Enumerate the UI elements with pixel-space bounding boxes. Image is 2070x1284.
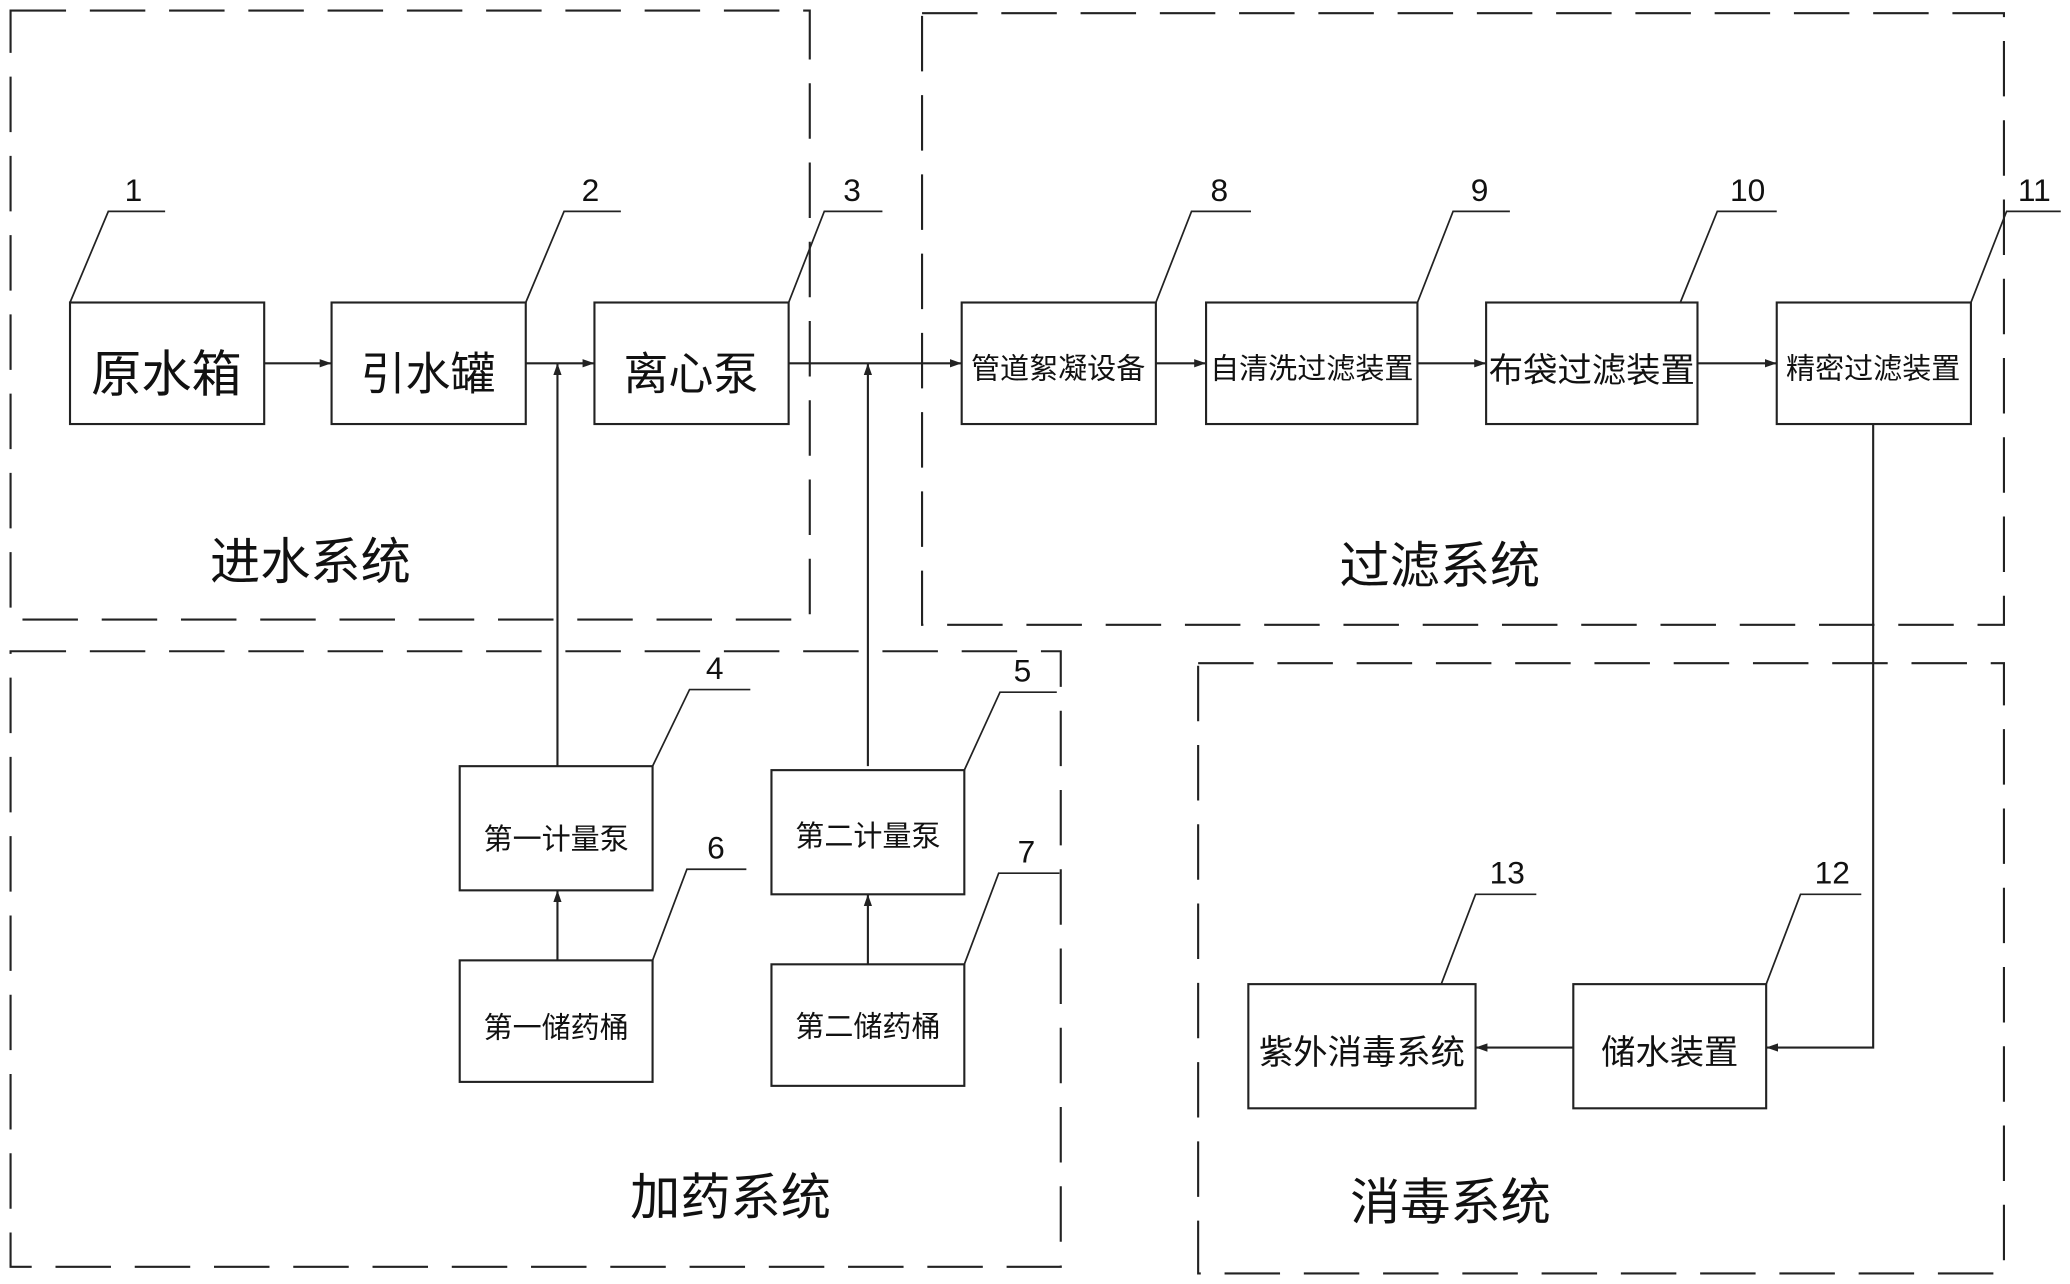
- first-metering-pump-label: 第一计量泵: [484, 822, 629, 856]
- centrifugal-pump-box: [593, 301, 790, 426]
- leader-5: [963, 691, 1057, 771]
- second-metering-pump-label: 第二计量泵: [795, 819, 940, 853]
- bag-filter-label: 布袋过滤装置: [1489, 351, 1695, 391]
- ref-number-4: 4: [706, 650, 724, 686]
- second-chemical-drum-box: [770, 963, 966, 1087]
- disinfection-system-label: 消毒系统: [1350, 1173, 1551, 1232]
- ref-number-8: 8: [1210, 172, 1228, 208]
- ref-number-13: 13: [1490, 855, 1525, 891]
- first-chemical-drum-box: [458, 959, 654, 1083]
- leader-12: [1765, 893, 1862, 985]
- intake-system-boundary: [9, 9, 811, 621]
- leader-4: [651, 688, 751, 767]
- pipeline-flocculation-label: 管道絮凝设备: [971, 352, 1145, 386]
- precision-filter-box: [1775, 301, 1972, 426]
- disinfection-system-boundary: [1197, 662, 2006, 1275]
- leader-1: [69, 210, 166, 303]
- second-metering-pump-box: [770, 769, 966, 896]
- ref-number-9: 9: [1471, 172, 1489, 208]
- leader-3: [787, 210, 883, 303]
- water-storage-box: [1572, 983, 1768, 1110]
- ref-number-12: 12: [1815, 855, 1850, 891]
- intake-system-label: 进水系统: [210, 532, 411, 591]
- leader-8: [1155, 210, 1251, 303]
- first-metering-pump-box: [458, 765, 654, 892]
- first-chemical-drum-label: 第一储药桶: [484, 1011, 629, 1045]
- ref-number-10: 10: [1730, 172, 1765, 208]
- ref-number-11: 11: [2018, 172, 2051, 208]
- dosing-system-boundary: [9, 650, 1062, 1268]
- self-cleaning-filter-box: [1205, 301, 1419, 426]
- precision-filter-label: 精密过滤装置: [1786, 352, 1960, 386]
- dosing-system-label: 加药系统: [630, 1167, 831, 1226]
- raw-water-tank-label: 原水箱: [91, 344, 242, 403]
- leader-11: [1970, 210, 2061, 303]
- centrifugal-pump-label: 离心泵: [624, 347, 759, 400]
- leader-9: [1416, 210, 1510, 303]
- filtration-system-boundary: [920, 12, 2006, 626]
- ref-number-6: 6: [707, 830, 725, 866]
- priming-tank-box: [330, 301, 527, 426]
- ref-number-3: 3: [843, 172, 861, 208]
- ref-number-5: 5: [1014, 653, 1032, 689]
- raw-water-tank-box: [68, 301, 266, 426]
- leader-10: [1679, 210, 1777, 303]
- ref-number-2: 2: [582, 172, 600, 208]
- priming-tank-label: 引水罐: [361, 347, 496, 400]
- ref-number-7: 7: [1018, 834, 1036, 870]
- leader-7: [963, 872, 1060, 965]
- leader-6: [651, 868, 747, 961]
- filtration-system-label: 过滤系统: [1340, 536, 1541, 595]
- flow-precision-to-storage: [1766, 424, 1875, 1052]
- leader-2: [524, 210, 621, 303]
- uv-disinfection-label: 紫外消毒系统: [1259, 1033, 1465, 1073]
- bag-filter-box: [1485, 301, 1699, 426]
- pipeline-flocculation-box: [960, 301, 1157, 426]
- uv-disinfection-box: [1247, 983, 1477, 1110]
- self-cleaning-filter-label: 自清洗过滤装置: [1210, 352, 1413, 386]
- water-storage-label: 储水装置: [1601, 1033, 1738, 1073]
- leader-13: [1440, 893, 1537, 985]
- ref-number-1: 1: [125, 172, 143, 208]
- second-chemical-drum-label: 第二储药桶: [795, 1009, 940, 1043]
